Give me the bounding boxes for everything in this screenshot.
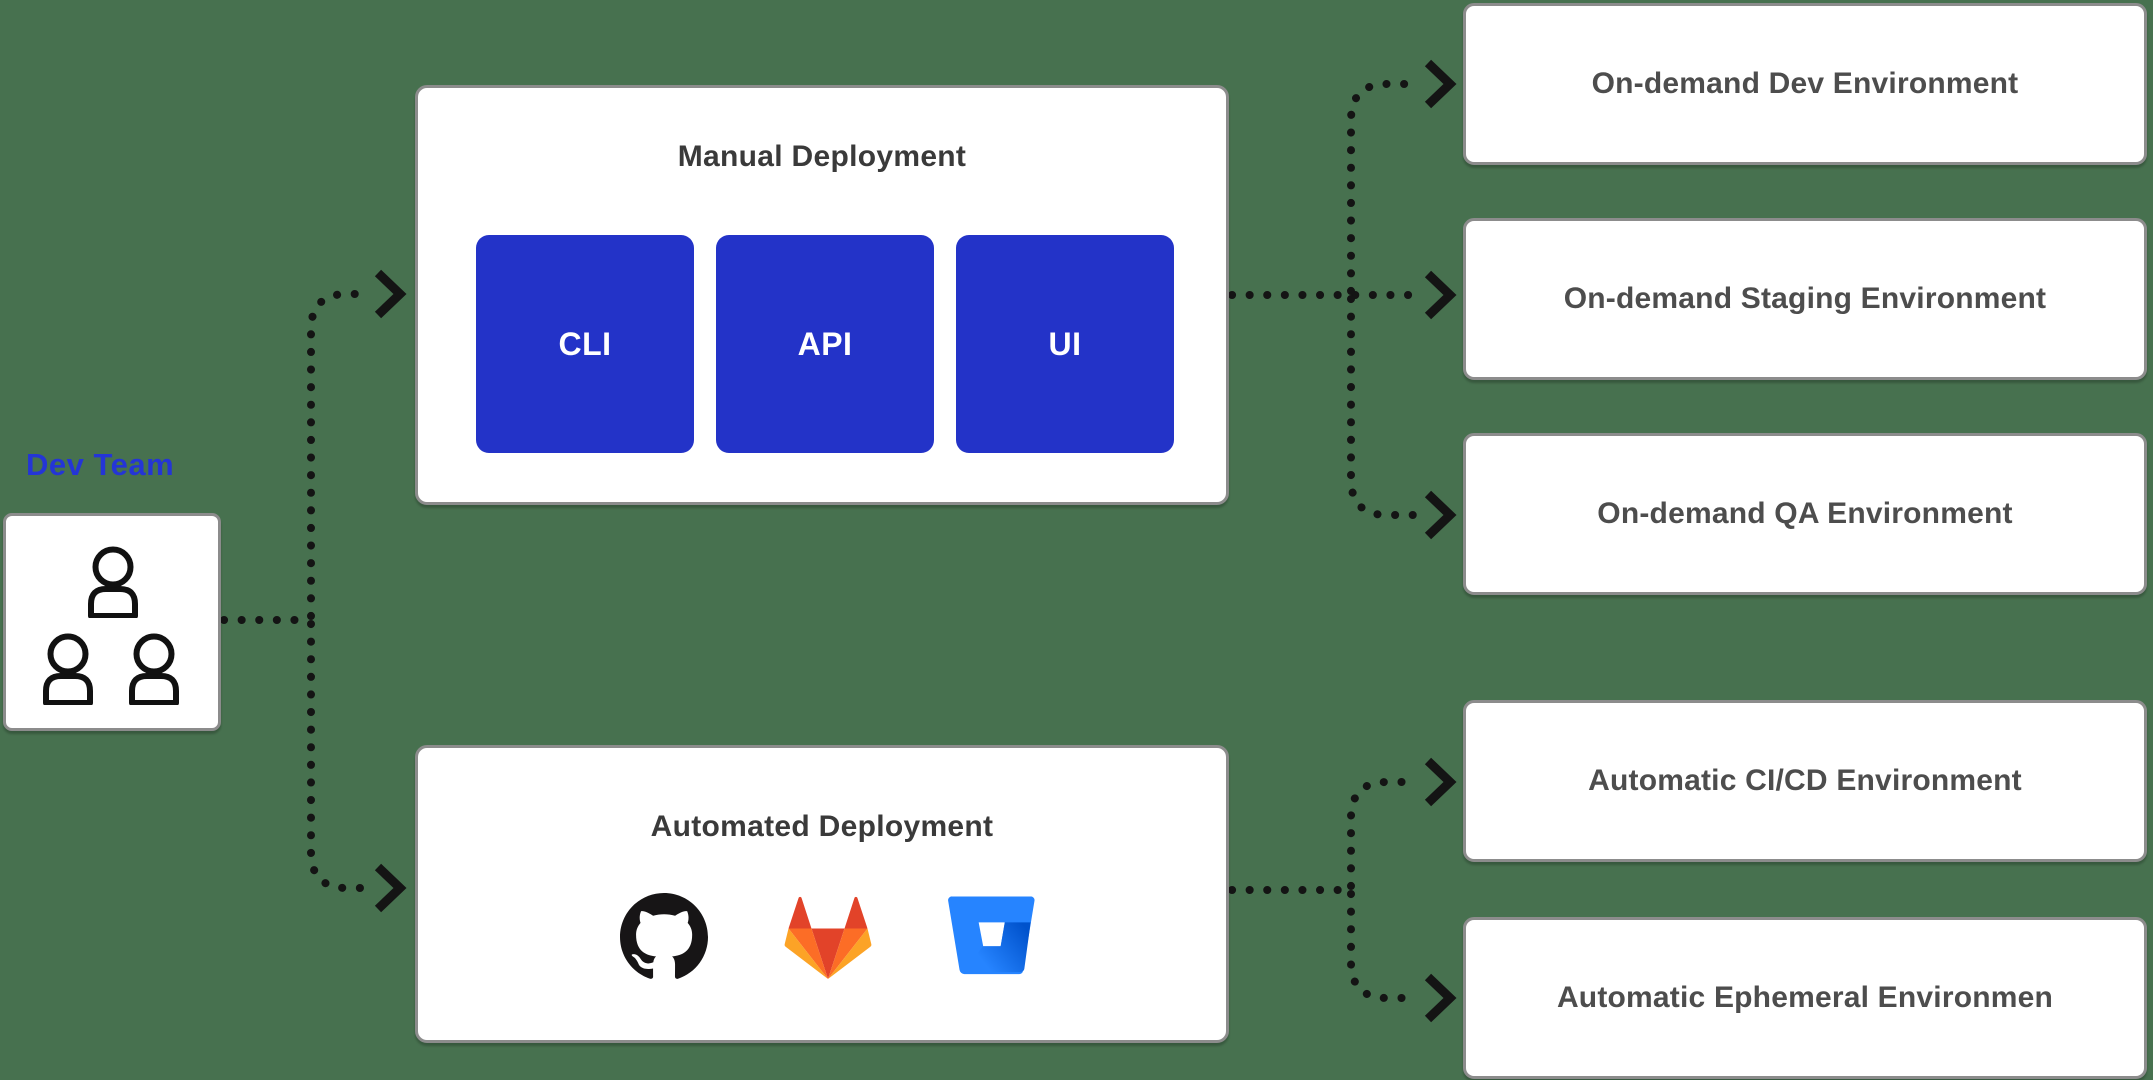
- person-icon: [40, 633, 96, 705]
- env-box-on-demand-qa: On-demand QA Environment: [1463, 433, 2147, 595]
- github-icon: [620, 893, 708, 979]
- arrow-into-qa-env: [1424, 490, 1457, 540]
- ui-tile: UI: [956, 235, 1174, 453]
- env-label: On-demand QA Environment: [1597, 497, 2013, 530]
- env-box-automatic-cicd: Automatic CI/CD Environment: [1463, 700, 2147, 862]
- person-icon: [85, 546, 141, 618]
- person-icon: [126, 633, 182, 705]
- env-label: On-demand Staging Environment: [1563, 282, 2047, 315]
- dev-to-manual-line: [307, 290, 376, 620]
- automated-deployment-title: Automated Deployment: [650, 810, 994, 843]
- manual-to-qa-line: [1347, 295, 1419, 519]
- arrow-into-automated: [374, 863, 407, 913]
- automated-to-ephemeral-line: [1347, 890, 1419, 1002]
- env-box-automatic-ephemeral: Automatic Ephemeral Environmen: [1463, 917, 2147, 1079]
- manual-deployment-title: Manual Deployment: [677, 140, 967, 173]
- cli-tile: CLI: [476, 235, 694, 453]
- bitbucket-icon: [948, 896, 1035, 975]
- env-label: Automatic CI/CD Environment: [1588, 764, 2022, 797]
- manual-methods-row: CLI API UI: [476, 235, 1174, 453]
- api-tile: API: [716, 235, 934, 453]
- arrow-into-manual: [374, 269, 407, 319]
- automated-to-cicd-line: [1347, 778, 1419, 890]
- env-box-on-demand-dev: On-demand Dev Environment: [1463, 3, 2147, 165]
- gitlab-icon: [784, 896, 872, 979]
- env-label: Automatic Ephemeral Environmen: [1556, 981, 2054, 1014]
- manual-deployment-box: Manual Deployment CLI API UI: [415, 85, 1229, 505]
- env-box-on-demand-staging: On-demand Staging Environment: [1463, 218, 2147, 380]
- arrow-into-cicd-env: [1424, 757, 1457, 807]
- dev-to-automated-line: [307, 620, 376, 892]
- dev-team-box: [3, 513, 221, 731]
- arrow-into-dev-env: [1424, 59, 1457, 109]
- arrow-into-staging-env: [1424, 270, 1457, 320]
- arrow-into-ephemeral-env: [1424, 973, 1457, 1023]
- automated-deployment-box: Automated Deployment: [415, 745, 1229, 1043]
- env-label: On-demand Dev Environment: [1591, 67, 2019, 100]
- provider-icons-row: [620, 893, 1036, 981]
- dev-team-label: Dev Team: [26, 447, 175, 482]
- manual-to-dev-env-line: [1347, 80, 1419, 295]
